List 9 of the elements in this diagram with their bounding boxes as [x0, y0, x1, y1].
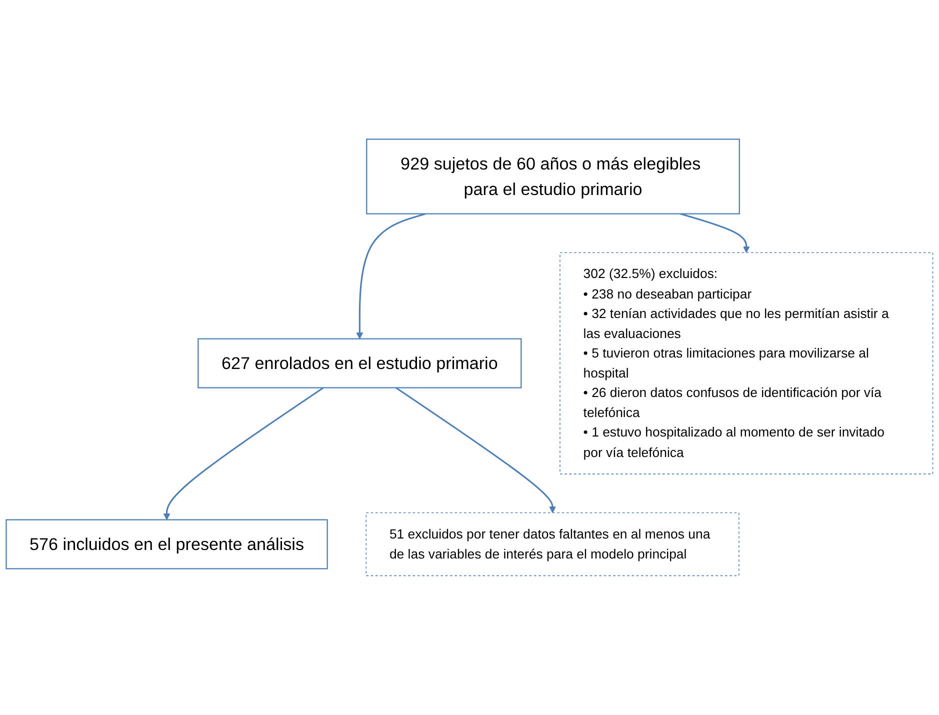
arrow: [680, 213, 750, 253]
node-box: 627 enrolados en el estudio primario: [198, 338, 522, 388]
arrow: [396, 387, 556, 514]
node-box: 51 excluidos por tener datos faltantes en al menos una de las variables de interés para el modelo principal: [366, 512, 740, 576]
node-box: 929 sujetos de 60 años o más elegibles para el estudio primario: [366, 138, 740, 214]
arrow: [356, 213, 426, 340]
arrow: [163, 387, 324, 520]
node-box: 302 (32.5%) excluidos: • 238 no deseaban participar • 32 tenían actividades que no les permitían asistir a las evaluaciones • 5 tuvieron otras limitaciones para movilizarse al hospital • 26 dieron datos confusos de identificación por vía telefónica • 1 estuvo hospitalizado al momento de ser invitado por vía telefónica: [560, 252, 934, 474]
node-box: 576 incluidos en el presente análisis: [6, 519, 328, 570]
